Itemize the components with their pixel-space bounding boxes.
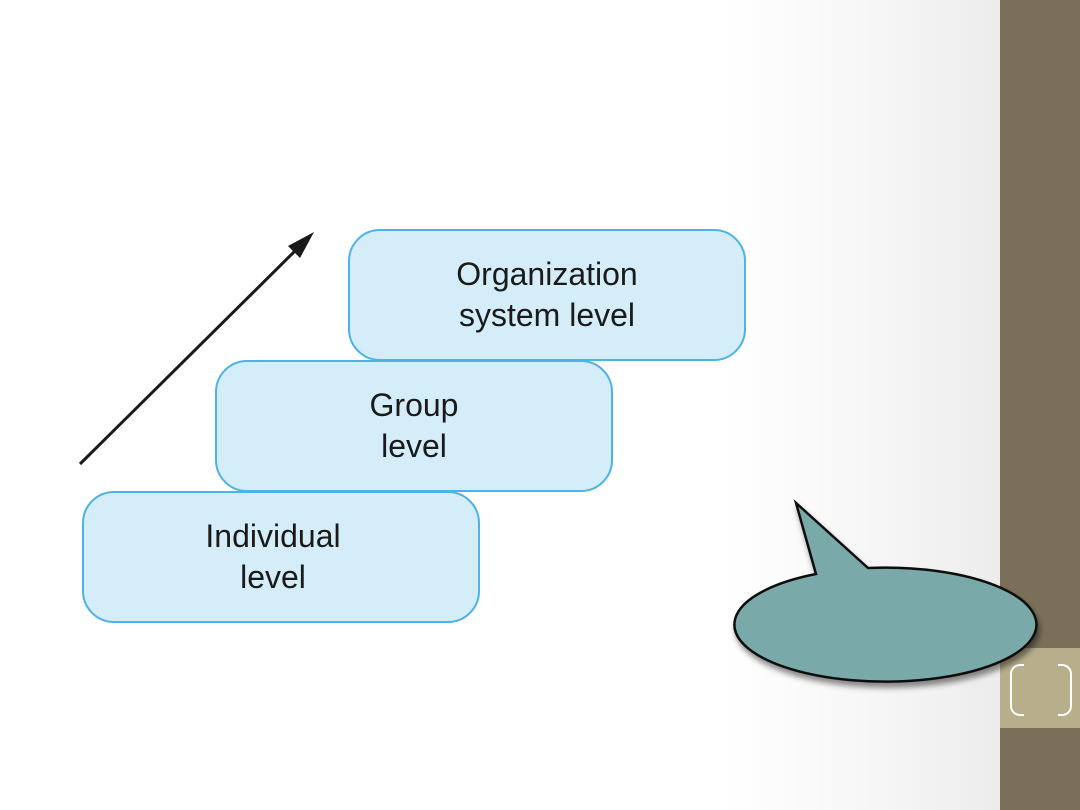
individual-level-box: Individual level xyxy=(82,491,480,623)
arrow-head xyxy=(288,232,314,258)
group-level-label-line1: Group xyxy=(369,387,459,423)
organization-level-box: Organization system level xyxy=(348,229,746,361)
speech-bubble-callout xyxy=(733,499,1038,683)
page-bracket-right-icon xyxy=(1058,664,1072,716)
group-level-box: Group level xyxy=(215,360,613,492)
group-level-label-line2: level xyxy=(381,428,447,464)
arrow-shaft xyxy=(78,244,302,466)
progression-arrow-icon xyxy=(78,232,314,466)
organization-level-label-line1: Organization xyxy=(456,256,638,292)
individual-level-label-line1: Individual xyxy=(205,518,341,554)
organization-level-label-line2: system level xyxy=(458,297,636,333)
individual-level-label-line2: level xyxy=(240,559,306,595)
page-bracket-left-icon xyxy=(1010,664,1024,716)
